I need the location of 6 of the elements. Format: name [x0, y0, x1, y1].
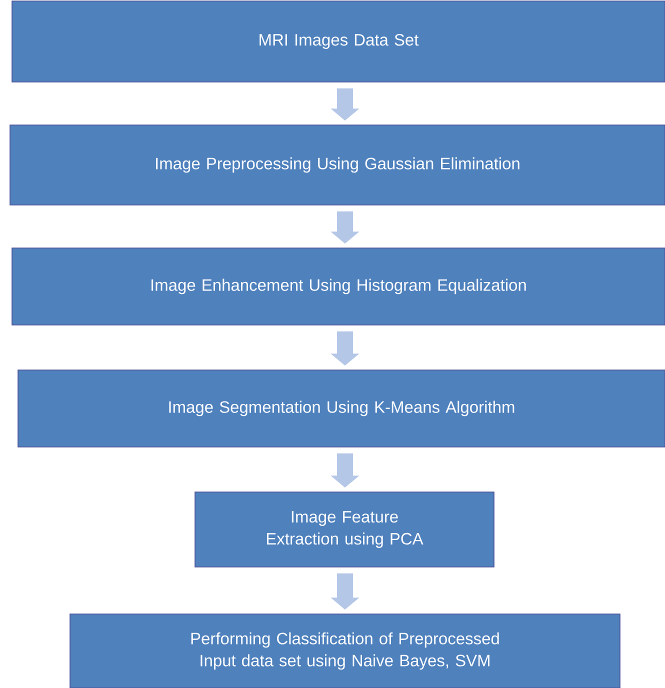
process-box: Image Enhancement Using Histogram Equalization — [12, 248, 665, 326]
process-box: Image Feature Extraction using PCA — [194, 492, 494, 568]
process-box: Image Preprocessing Using Gaussian Elimination — [10, 124, 665, 206]
process-box: Image Segmentation Using K-Means Algorithm — [18, 370, 665, 448]
process-box: Performing Classification of Preprocessed Input data set using Naive Bayes, SVM — [70, 614, 620, 688]
process-box: MRI Images Data Set — [12, 0, 665, 82]
